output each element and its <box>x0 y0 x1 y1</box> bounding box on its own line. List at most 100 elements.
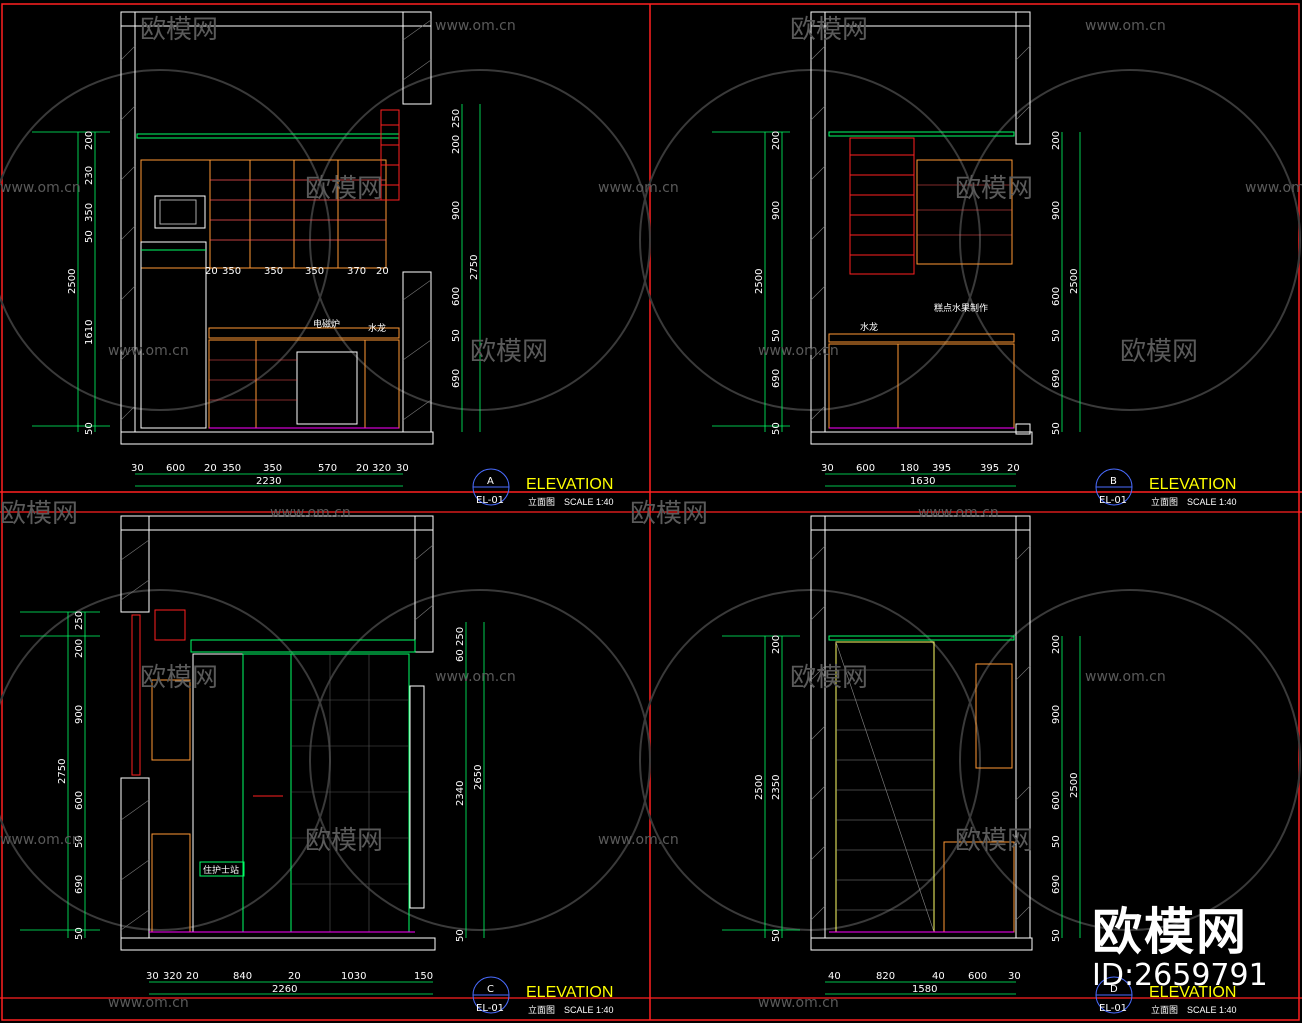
station-label-box <box>199 861 245 877</box>
elevation-title: ELEVATION <box>1149 984 1236 1001</box>
dim-label: 50 <box>771 329 782 342</box>
dim-label: 2650 <box>473 765 484 790</box>
watermark-logo: 欧模网 <box>955 826 1033 856</box>
scale-label: SCALE 1:40 <box>1187 497 1237 507</box>
watermark-site: www.om.cn <box>758 343 839 359</box>
dim-label: 50 <box>1051 422 1062 435</box>
dim-label: 40 <box>932 971 945 982</box>
watermark-site: www.om.cn <box>435 669 516 685</box>
dim-label: 20 <box>204 463 217 474</box>
watermark-site: www.om.cn <box>0 832 81 848</box>
dim-label: 840 <box>233 971 252 982</box>
dim-label: 50 <box>771 929 782 942</box>
section-tag-letter: D <box>1110 984 1118 995</box>
dim-label: 20 <box>1007 463 1020 474</box>
dim-label: 200 <box>771 635 782 654</box>
dim-label: 50 <box>1051 929 1062 942</box>
dim-label: 50 <box>451 329 462 342</box>
dim-total: 2230 <box>256 476 281 487</box>
dim-label: 600 <box>968 971 987 982</box>
dim-label: 200 <box>84 131 95 150</box>
scale-label: SCALE 1:40 <box>1187 1005 1237 1015</box>
dim-label: 30 <box>1008 971 1021 982</box>
watermark-logo: 欧模网 <box>1120 337 1198 367</box>
section-tag-letter: A <box>487 476 494 487</box>
dim-label: 350 <box>84 203 95 222</box>
watermark-logo: 欧模网 <box>305 174 383 204</box>
dim-label: 1030 <box>341 971 366 982</box>
dim-label: 370 <box>347 266 366 277</box>
elevation-subtitle: 立面图 <box>1151 496 1178 507</box>
elevation-b: 30 600 180 395 395 20 1630 200 900 2500 … <box>712 11 1237 507</box>
elevation-title: ELEVATION <box>526 984 613 1001</box>
watermark-logo: 欧模网 <box>140 15 218 45</box>
dim-label: 50 <box>1051 329 1062 342</box>
watermark-site: www.om.cn <box>270 505 351 521</box>
dim-label: 2750 <box>57 759 68 784</box>
dim-label: 900 <box>771 201 782 220</box>
dim-label: 20 <box>288 971 301 982</box>
brand-watermark: 欧模网 ID:2659791 <box>1092 892 1268 993</box>
note-label: 水龙 <box>860 321 878 332</box>
dim-total: 1630 <box>910 476 935 487</box>
watermark-site: www.om.cn <box>758 995 839 1011</box>
dim-label: 50 <box>74 927 85 940</box>
dim-label: 690 <box>1051 875 1062 894</box>
dim-label: 900 <box>74 705 85 724</box>
dim-label: 690 <box>74 875 85 894</box>
dim-label: 50 <box>74 835 85 848</box>
dim-label: 350 <box>263 463 282 474</box>
dim-label: 570 <box>318 463 337 474</box>
dim-label: 20 <box>376 266 389 277</box>
dim-label: 690 <box>451 369 462 388</box>
dim-label: 2500 <box>754 269 765 294</box>
dim-label: 50 <box>1051 835 1062 848</box>
dim-label: 900 <box>451 201 462 220</box>
dim-label: 2500 <box>754 775 765 800</box>
sheet-number: EL-01 <box>476 495 504 506</box>
watermark-logo: 欧模网 <box>140 663 218 693</box>
dim-label: 2340 <box>455 781 466 806</box>
dim-label: 320 <box>163 971 182 982</box>
note-label: 糕点水果制作 <box>934 302 988 313</box>
dim-label: 600 <box>856 463 875 474</box>
dim-label: 2500 <box>67 269 78 294</box>
dim-label: 250 <box>74 611 85 630</box>
elevation-subtitle: 立面图 <box>528 1004 555 1015</box>
watermark-site: www.om.cn <box>1085 18 1166 34</box>
elevation-title: ELEVATION <box>1149 476 1236 493</box>
dim-label: 40 <box>828 971 841 982</box>
dim-label: 900 <box>1051 705 1062 724</box>
dim-label: 200 <box>771 131 782 150</box>
watermark-site: www.om.cn <box>1085 669 1166 685</box>
watermark-site: www.om.cn <box>108 995 189 1011</box>
elevation-a: 30 600 20 350 350 570 20 320 30 2230 20 … <box>32 11 614 507</box>
watermark-logo: 欧模网 <box>630 499 708 529</box>
dim-label: 50 <box>84 422 95 435</box>
dim-label: 230 <box>84 166 95 185</box>
watermark-site: www.om.cn <box>108 343 189 359</box>
dim-label: 30 <box>396 463 409 474</box>
dim-label: 60 <box>455 649 466 662</box>
dim-label: 30 <box>146 971 159 982</box>
elevation-subtitle: 立面图 <box>528 496 555 507</box>
dim-label: 350 <box>305 266 324 277</box>
dim-label: 600 <box>166 463 185 474</box>
dim-label: 250 <box>451 109 462 128</box>
dim-label: 20 <box>205 266 218 277</box>
watermark-site: www.om.cn <box>1245 180 1302 196</box>
elevation-title: ELEVATION <box>526 476 613 493</box>
dim-label: 50 <box>771 422 782 435</box>
dim-label: 350 <box>222 266 241 277</box>
dim-label: 900 <box>1051 201 1062 220</box>
dim-label: 600 <box>74 791 85 810</box>
dim-label: 395 <box>980 463 999 474</box>
dim-label: 690 <box>1051 369 1062 388</box>
section-tag-letter: C <box>487 984 494 995</box>
dim-label: 350 <box>222 463 241 474</box>
watermark-logo: 欧模网 <box>0 499 78 529</box>
dim-label: 30 <box>131 463 144 474</box>
watermark-group: 欧模网 www.om.cn 欧模网 www.om.cn www.om.cn 欧模… <box>0 15 1302 1011</box>
dim-label: 200 <box>451 135 462 154</box>
